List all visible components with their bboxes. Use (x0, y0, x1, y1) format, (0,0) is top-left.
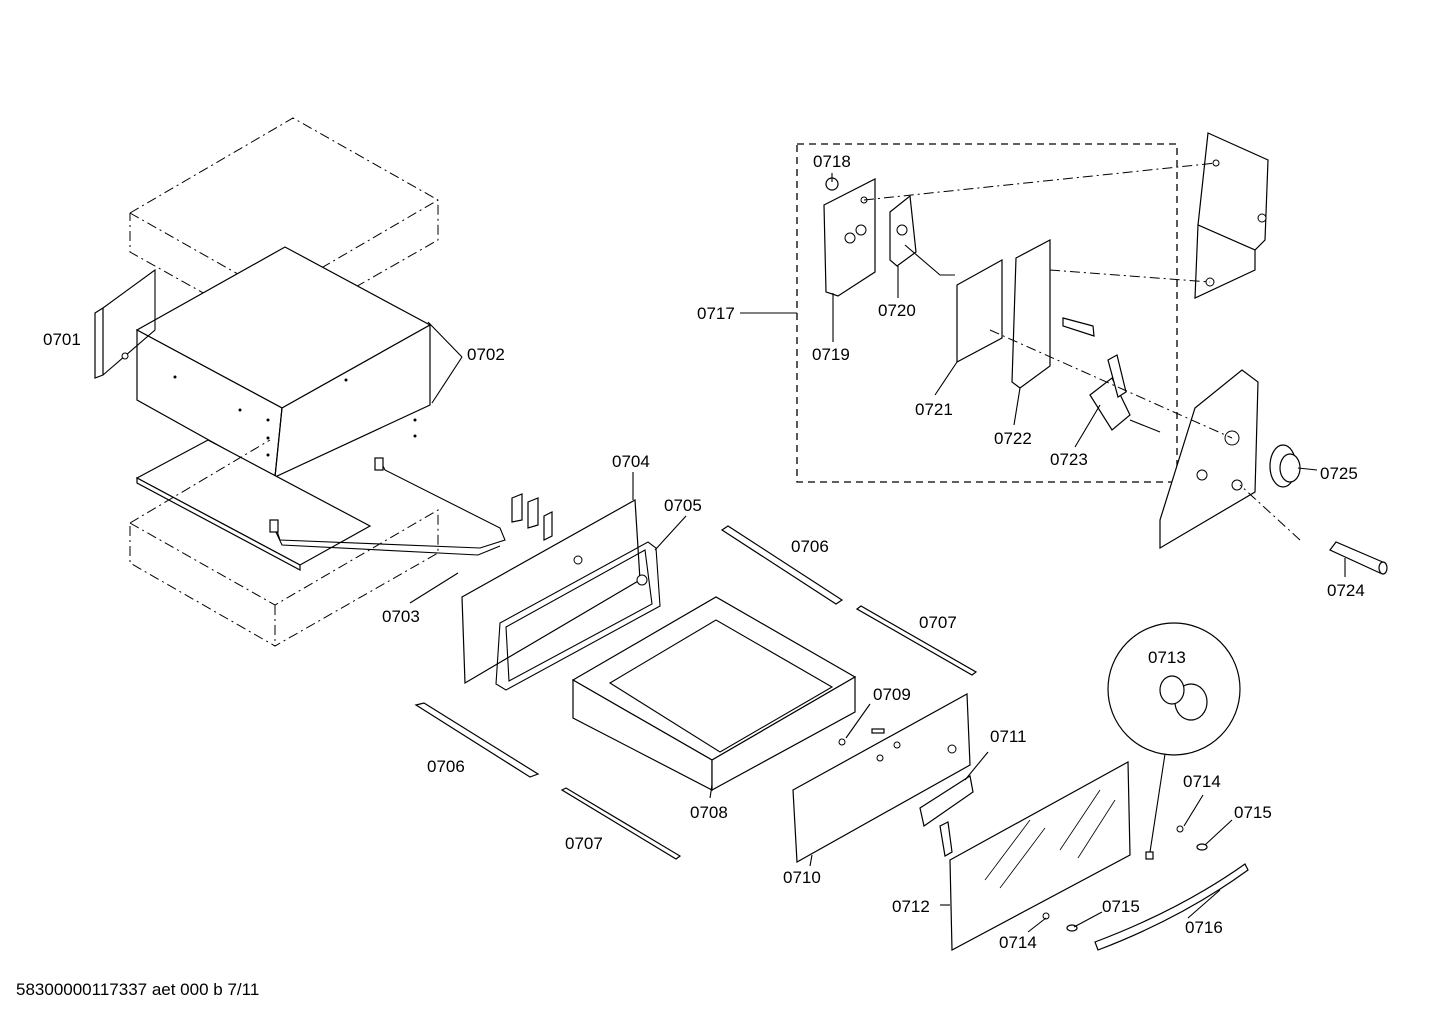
leader-lines (409, 173, 1346, 933)
screw (1062, 317, 1095, 337)
label-0721: 0721 (915, 400, 953, 419)
label-0705: 0705 (664, 496, 702, 515)
rail-0706-lower (414, 702, 540, 778)
label-0706-upper: 0706 (791, 537, 829, 556)
heating-element-0703 (269, 457, 506, 556)
label-0724: 0724 (1327, 581, 1365, 600)
switch-0723 (1089, 354, 1161, 433)
assembly-axes (863, 162, 1301, 541)
rail-0706-upper (720, 525, 844, 605)
strip-0707-upper (855, 605, 978, 676)
spacer-0709 (838, 738, 846, 746)
label-0725: 0725 (1320, 464, 1358, 483)
label-0716: 0716 (1185, 918, 1223, 937)
label-0704: 0704 (612, 452, 650, 471)
label-0703: 0703 (382, 607, 420, 626)
label-0722: 0722 (994, 429, 1032, 448)
label-0714-bottom: 0714 (999, 933, 1037, 952)
bottom-plate-0703 (135, 439, 372, 572)
label-0707-upper: 0707 (919, 613, 957, 632)
drawer-0708 (571, 596, 857, 792)
glass-front-0712 (949, 760, 1131, 951)
label-0715-bottom: 0715 (1102, 897, 1140, 916)
mount-frame-upper (1194, 132, 1269, 299)
label-0708: 0708 (690, 803, 728, 822)
detail-circle-0713 (1107, 622, 1241, 853)
label-0707-lower: 0707 (565, 834, 603, 853)
plate-0722 (1011, 239, 1051, 389)
clip-brackets (511, 493, 553, 541)
label-0719: 0719 (812, 345, 850, 364)
fixings-0714-0715 (1042, 825, 1208, 932)
label-0701: 0701 (43, 330, 81, 349)
label-0712: 0712 (892, 897, 930, 916)
mount-frame-lower (1159, 369, 1259, 550)
label-0706-lower: 0706 (427, 757, 465, 776)
label-0720: 0720 (878, 301, 916, 320)
label-0702: 0702 (467, 345, 505, 364)
front-panel-0710 (792, 693, 971, 863)
label-0717: 0717 (697, 304, 735, 323)
label-0711: 0711 (990, 727, 1027, 746)
bracket-0711 (919, 775, 974, 857)
lever-0720 (889, 194, 955, 276)
door-seal-0705 (495, 541, 661, 691)
label-0713: 0713 (1148, 648, 1186, 667)
shaft-0724 (1329, 541, 1388, 575)
housing-0702 (135, 246, 432, 478)
label-0715-right: 0715 (1234, 803, 1272, 822)
label-0709: 0709 (873, 685, 911, 704)
label-0714-right: 0714 (1183, 772, 1221, 791)
knob-0725 (1269, 444, 1301, 488)
strip-0707-lower (560, 787, 682, 860)
part-labels: 0701 0702 0703 0704 0705 0706 0706 0707 … (43, 152, 1365, 952)
handle-0716 (1094, 863, 1249, 951)
label-0723: 0723 (1050, 450, 1088, 469)
plate-0721 (956, 258, 1003, 363)
bottom-box-phantom (129, 439, 439, 647)
document-id: 58300000117337 aet 000 b 7/11 (16, 980, 260, 999)
label-0710: 0710 (783, 868, 821, 887)
rear-panel-0701 (94, 268, 156, 379)
label-0718: 0718 (813, 152, 851, 171)
bracket-0719 (823, 178, 876, 297)
